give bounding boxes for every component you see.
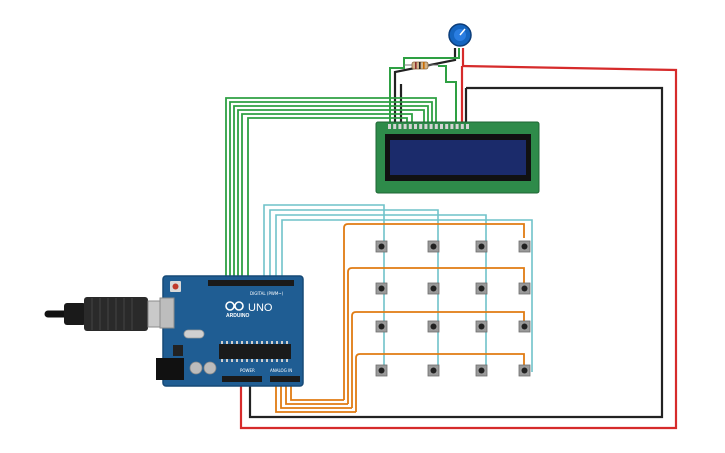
lcd-pin-header xyxy=(388,124,469,129)
power-header-label: POWER xyxy=(240,368,255,373)
analog-header-label: ANALOG IN xyxy=(270,368,292,373)
keypad-button[interactable] xyxy=(518,364,531,377)
keypad-button[interactable] xyxy=(475,282,488,295)
lcd-pin[interactable] xyxy=(403,124,407,129)
keypad-button[interactable] xyxy=(375,282,388,295)
keypad-button[interactable] xyxy=(375,320,388,333)
lcd-wire-2[interactable] xyxy=(229,101,433,283)
lcd-pin[interactable] xyxy=(445,124,449,129)
keypad-button[interactable] xyxy=(475,364,488,377)
digital-header xyxy=(208,280,294,286)
keypad-button[interactable] xyxy=(427,320,440,333)
black-rail-wire[interactable] xyxy=(248,86,664,419)
digital-header-label: DIGITAL (PWM~) xyxy=(250,291,284,296)
model-label: UNO xyxy=(248,302,273,314)
arduino-uno-board[interactable]: DIGITAL (PWM~) ARDUINO UNO POWER ANALOG … xyxy=(156,275,304,387)
lcd-wire-4[interactable] xyxy=(237,109,425,283)
power-jack xyxy=(156,358,184,380)
green-wiper-wire[interactable] xyxy=(389,48,460,122)
lcd-pin[interactable] xyxy=(434,124,438,129)
keypad-button[interactable] xyxy=(427,240,440,253)
keypad-button[interactable] xyxy=(518,320,531,333)
lcd-pin[interactable] xyxy=(398,124,402,129)
lcd-pin[interactable] xyxy=(429,124,433,129)
atmega-chip xyxy=(219,344,291,359)
keypad-button[interactable] xyxy=(427,282,440,295)
lcd-pin[interactable] xyxy=(455,124,459,129)
red-rail-wire[interactable] xyxy=(239,64,678,430)
col-wire-4[interactable] xyxy=(281,219,533,372)
keypad-button[interactable] xyxy=(475,240,488,253)
keypad-button[interactable] xyxy=(375,240,388,253)
lcd-pin[interactable] xyxy=(408,124,412,129)
lcd-screen xyxy=(390,140,526,175)
chip-pins xyxy=(221,341,288,362)
lcd-wire-5[interactable] xyxy=(241,113,413,283)
lcd-pin[interactable] xyxy=(388,124,391,129)
lcd-pin[interactable] xyxy=(460,124,464,129)
potentiometer[interactable] xyxy=(448,23,472,47)
lcd-pin[interactable] xyxy=(424,124,428,129)
lcd-wire-6[interactable] xyxy=(247,117,408,283)
keypad-button[interactable] xyxy=(475,320,488,333)
brand-label: ARDUINO xyxy=(226,313,249,319)
resistor[interactable] xyxy=(404,61,438,70)
capacitor xyxy=(189,361,203,375)
usb-cable[interactable] xyxy=(44,297,171,331)
capacitor xyxy=(203,361,217,375)
row-wire-2[interactable] xyxy=(347,267,525,404)
analog-header xyxy=(270,376,300,382)
lcd-pin[interactable] xyxy=(393,124,397,129)
keypad-button[interactable] xyxy=(518,282,531,295)
lcd-data-wires xyxy=(225,97,437,283)
lcd-wire-3[interactable] xyxy=(233,105,429,283)
keypad-button[interactable] xyxy=(375,364,388,377)
keypad-column-wires xyxy=(263,204,533,372)
keypad-button[interactable] xyxy=(427,364,440,377)
usb-port xyxy=(159,297,175,329)
lcd-pin[interactable] xyxy=(440,124,443,129)
power-header xyxy=(222,376,262,382)
keypad-row-wires xyxy=(275,223,525,413)
lcd-pin[interactable] xyxy=(414,124,417,129)
green-backlight-wire[interactable] xyxy=(438,65,457,122)
keypad xyxy=(375,240,531,377)
lcd-pin[interactable] xyxy=(450,124,454,129)
keypad-button[interactable] xyxy=(518,240,531,253)
crystal xyxy=(183,329,205,339)
lcd-display[interactable] xyxy=(375,121,540,194)
lcd-wire-1[interactable] xyxy=(225,97,437,283)
row-wire-4[interactable] xyxy=(355,353,525,412)
row-wire-3[interactable] xyxy=(351,311,525,408)
lcd-pin[interactable] xyxy=(466,124,469,129)
contrast-wires xyxy=(389,48,460,122)
row-wire-1[interactable] xyxy=(343,223,525,400)
infinity-logo-icon xyxy=(225,301,244,311)
voltage-regulator xyxy=(173,345,183,356)
lcd-pin[interactable] xyxy=(419,124,423,129)
power-wires xyxy=(239,48,678,430)
